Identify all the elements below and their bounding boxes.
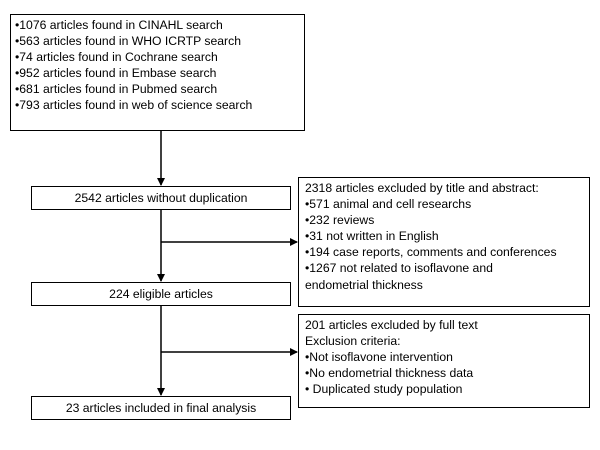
criteria-item-not-isoflavone: •Not isoflavone intervention — [305, 350, 453, 365]
exclusion-item-case-reports: •194 case reports, comments and conferen… — [305, 245, 557, 260]
source-line-who-icrtp: •563 articles found in WHO ICRTP search — [15, 34, 241, 49]
title-abstract-exclusion-heading: 2318 articles excluded by title and abst… — [305, 181, 539, 195]
source-line-web-of-science: •793 articles found in web of science se… — [15, 98, 253, 113]
source-line-embase: •952 articles found in Embase search — [15, 66, 217, 81]
eligible-box: 224 eligible articles — [31, 282, 291, 306]
full-text-exclusion-box: 201 articles excluded by full text Exclu… — [298, 314, 590, 408]
exclusion-item-not-related: •1267 not related to isoflavone and — [305, 261, 493, 276]
source-line-cochrane: •74 articles found in Cochrane search — [15, 50, 218, 65]
exclusion-item-not-english: •31 not written in English — [305, 229, 439, 244]
dedup-label: 2542 articles without duplication — [74, 190, 248, 205]
exclusion-item-reviews: •232 reviews — [305, 213, 375, 228]
exclusion-item-not-related-cont: endometrial thickness — [305, 277, 423, 292]
dedup-box: 2542 articles without duplication — [31, 186, 291, 210]
full-text-exclusion-heading: 201 articles excluded by full text — [305, 318, 478, 332]
title-abstract-exclusion-box: 2318 articles excluded by title and abst… — [298, 177, 590, 307]
exclusion-criteria-label: Exclusion criteria: — [305, 334, 401, 349]
criteria-item-duplicated-population: • Duplicated study population — [305, 382, 463, 397]
sources-box: •1076 articles found in CINAHL search •5… — [10, 14, 305, 131]
exclusion-item-animal-cell: •571 animal and cell researchs — [305, 197, 472, 212]
final-analysis-box: 23 articles included in final analysis — [31, 396, 291, 420]
source-line-cinahl: •1076 articles found in CINAHL search — [15, 18, 223, 32]
eligible-label: 224 eligible articles — [109, 286, 213, 301]
final-analysis-label: 23 articles included in final analysis — [65, 400, 257, 415]
source-line-pubmed: •681 articles found in Pubmed search — [15, 82, 218, 97]
criteria-item-no-thickness-data: •No endometrial thickness data — [305, 366, 474, 381]
